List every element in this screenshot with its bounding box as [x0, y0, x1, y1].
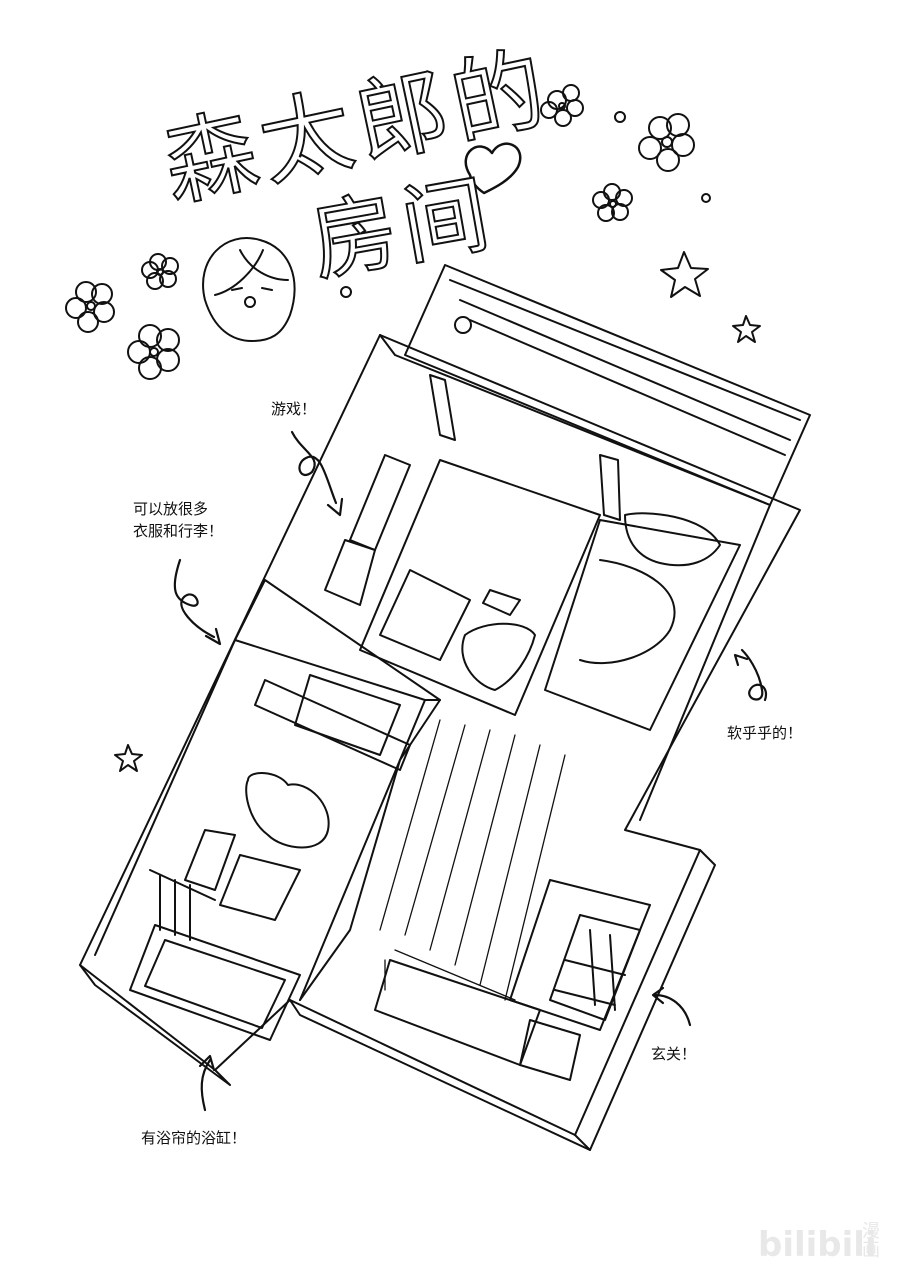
watermark-brand: bilibili — [758, 1225, 877, 1265]
closet — [254, 674, 411, 771]
flower-icon — [127, 324, 180, 380]
star-icon — [732, 315, 761, 343]
label-bath: 有浴帘的浴缸！ — [141, 1129, 247, 1147]
tv-stand — [324, 454, 411, 606]
label-entry: 玄关！ — [651, 1045, 697, 1063]
arrow-bath — [198, 1054, 216, 1112]
flower-icon — [65, 281, 115, 333]
toilet-area — [184, 772, 330, 921]
arrow-soft — [733, 648, 768, 702]
label-closet-line2: 衣服和行李！ — [133, 522, 224, 540]
star-icon — [660, 251, 709, 298]
arrow-entry — [651, 986, 692, 1027]
label-soft: 软乎乎的！ — [727, 724, 803, 742]
floor-planks — [379, 719, 566, 1001]
bathtub — [129, 869, 301, 1041]
label-closet-line1: 可以放很多 — [133, 500, 209, 518]
bed — [544, 512, 741, 731]
character-face-icon — [202, 237, 296, 342]
rug-and-table — [359, 459, 601, 716]
room-walls — [79, 334, 801, 1151]
shoe-cabinet — [374, 959, 541, 1066]
balcony — [404, 264, 811, 506]
curtains — [429, 374, 621, 521]
star-icon — [114, 744, 143, 772]
flower-icon — [638, 113, 695, 172]
label-game: 游戏！ — [271, 400, 317, 418]
arrow-game — [290, 430, 344, 517]
kitchen-counter — [509, 879, 651, 1081]
arrow-closet — [173, 558, 222, 646]
flower-icon — [540, 84, 584, 127]
flower-icon — [141, 253, 179, 290]
heart-icon — [464, 142, 522, 195]
watermark-suffix: 漫画 — [862, 1221, 880, 1261]
flower-icon — [592, 183, 633, 222]
